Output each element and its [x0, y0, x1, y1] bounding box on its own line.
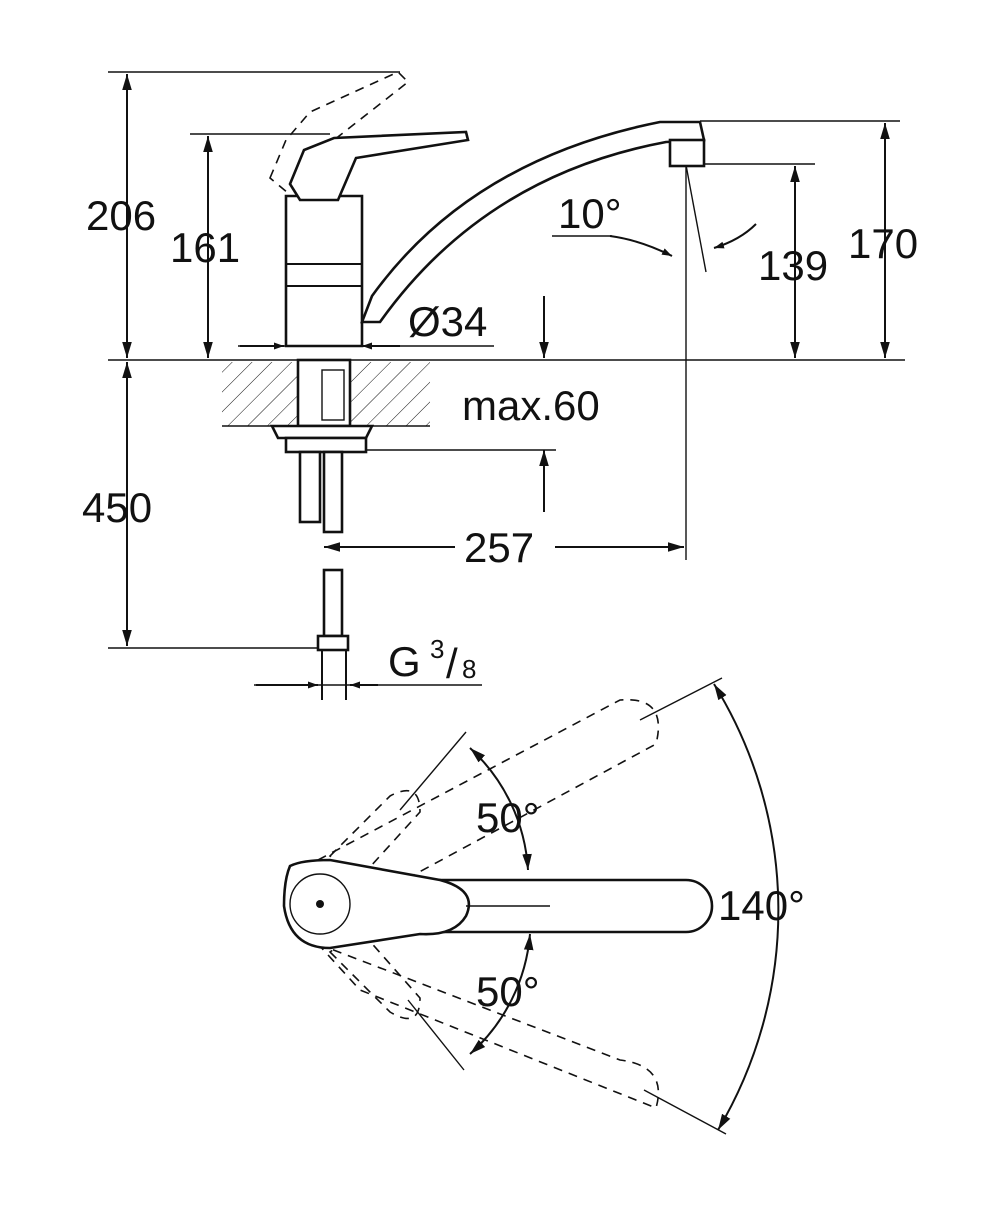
- lever-top: [282, 858, 471, 950]
- lever-alt-position: [269, 71, 410, 199]
- label-angle-10: 10°: [558, 190, 622, 237]
- rotation-arc-upper: [469, 747, 532, 871]
- rotation-arc-lower: [469, 933, 534, 1055]
- ext-line-50-upper: [399, 731, 467, 811]
- handle-alt-upper-short: [328, 789, 421, 880]
- label-50-lower: 50°: [476, 968, 540, 1015]
- label-max60: max.60: [462, 382, 600, 429]
- top-view: 50° 50° 140°: [282, 677, 805, 1135]
- angle-arrow-left: [609, 235, 673, 257]
- hose-nut: [316, 634, 350, 652]
- mount-shank: [296, 358, 352, 428]
- ext-line-arc-bottom: [643, 1089, 727, 1135]
- label-thread-num: 3: [430, 634, 444, 664]
- label-170: 170: [848, 220, 918, 267]
- faucet-spout: [360, 120, 706, 324]
- mount-washer: [284, 436, 368, 454]
- aerator: [668, 138, 706, 168]
- label-diameter: Ø34: [408, 298, 487, 345]
- body-top-center: [316, 900, 324, 908]
- body-top-circle: [289, 873, 351, 935]
- label-140: 140°: [718, 882, 805, 929]
- angle-arrow-right: [713, 223, 757, 249]
- shank-slot: [321, 369, 345, 421]
- faucet-body: [284, 194, 364, 348]
- handle-alt-lower-short: [328, 928, 421, 1020]
- flex-hose-lower: [322, 568, 344, 638]
- mount-nut: [269, 424, 375, 440]
- faucet-lever: [288, 130, 470, 202]
- ext-line-arc-top: [639, 677, 723, 721]
- label-thread-g: G: [388, 638, 421, 685]
- label-139: 139: [758, 242, 828, 289]
- label-257: 257: [464, 524, 534, 571]
- ext-line-50-lower: [407, 999, 465, 1071]
- rotation-arc-140: [713, 683, 780, 1131]
- handle-alt-lower-long: [317, 943, 660, 1110]
- hose-fitting: [298, 450, 322, 524]
- label-161: 161: [170, 224, 240, 271]
- flex-hose-upper: [322, 450, 344, 534]
- side-view: 206 161 170 139 10° Ø34 max.60 450 257 G…: [82, 71, 918, 700]
- label-50-upper: 50°: [476, 794, 540, 841]
- label-450: 450: [82, 484, 152, 531]
- angle-line-10: [685, 164, 707, 273]
- label-206: 206: [86, 192, 156, 239]
- label-thread-den: 8: [462, 654, 476, 684]
- label-thread-slash: /: [446, 640, 458, 687]
